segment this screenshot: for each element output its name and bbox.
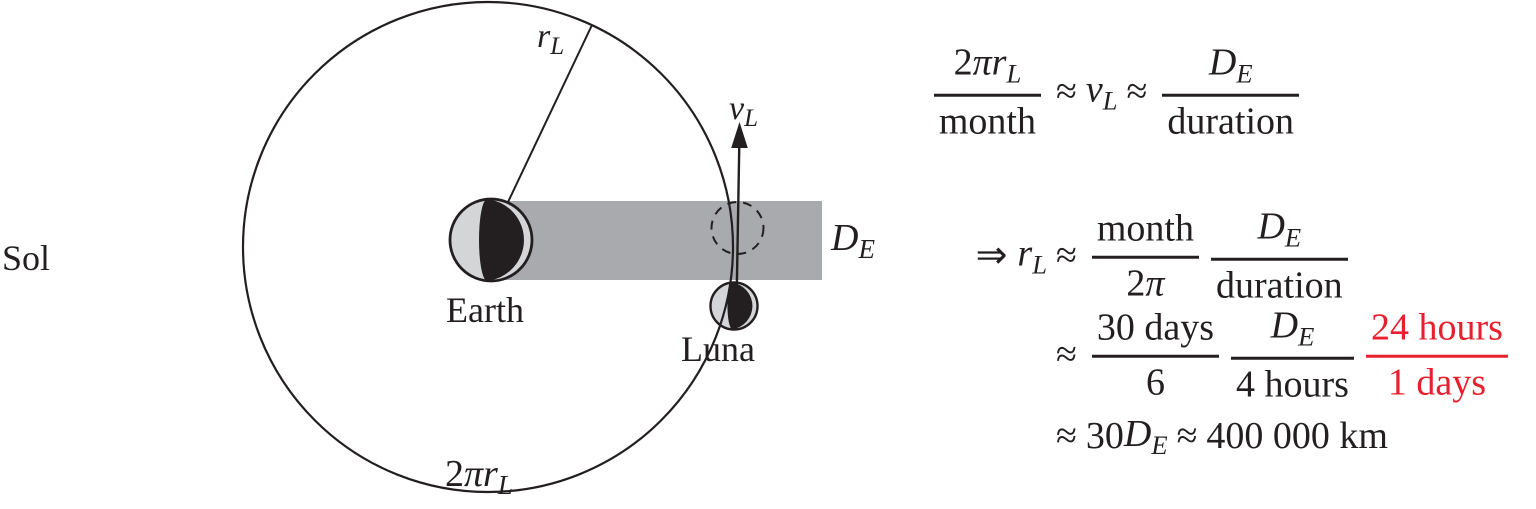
fraction-denominator: 2π bbox=[1126, 262, 1165, 305]
luna-label: Luna bbox=[681, 329, 755, 369]
fraction-30days-over-6: 30 days 6 bbox=[1091, 306, 1220, 404]
fraction-circumference-over-month: 2πrL month bbox=[933, 41, 1041, 144]
earth-diameter-label: DE bbox=[830, 217, 875, 264]
radius-label: rL bbox=[537, 18, 564, 60]
fraction-bar bbox=[1365, 354, 1508, 358]
coefficient: 30 bbox=[1085, 415, 1124, 458]
earth bbox=[448, 197, 534, 283]
equation-line-2-lhs: ⇒ rL bbox=[945, 232, 1047, 280]
fraction-denominator: 6 bbox=[1145, 361, 1165, 404]
implies-sign: ⇒ bbox=[975, 235, 1008, 278]
fraction-numerator: 30 days bbox=[1096, 306, 1215, 349]
equation-line-4: ≈ 30 DE ≈ 400 000 km bbox=[945, 412, 1388, 460]
circumference-label: 2πrL bbox=[445, 453, 513, 500]
earth-night-side bbox=[479, 199, 524, 281]
fraction-numerator: 24 hours bbox=[1370, 306, 1503, 349]
fraction-denominator: duration bbox=[1215, 264, 1343, 307]
approx-sign: ≈ bbox=[1176, 415, 1198, 458]
fraction-denominator: duration bbox=[1167, 100, 1295, 143]
lunar-orbit-diagram: Sol Earth Luna rL vL DE 2πrL bbox=[2, 0, 875, 500]
equation-line-1: 2πrL month ≈ vL ≈ DE duration bbox=[933, 41, 1305, 144]
fraction-denominator: 1 days bbox=[1387, 361, 1487, 404]
sol-label: Sol bbox=[2, 238, 50, 278]
luna bbox=[709, 281, 759, 331]
equation-line-1-lhs: 2πrL month bbox=[933, 42, 1047, 144]
lunar-orbit-circle bbox=[241, 0, 735, 494]
fraction-bar bbox=[1091, 255, 1199, 259]
earth-label: Earth bbox=[446, 290, 524, 330]
fraction-bar bbox=[1210, 257, 1348, 261]
equation-block: 2πrL month ≈ vL ≈ DE duration ⇒ rL ≈ mon… bbox=[933, 0, 1536, 509]
approx-sign: ≈ bbox=[1126, 71, 1148, 114]
fraction-diameter-over-duration: DE duration bbox=[1210, 205, 1348, 308]
velocity-arrowhead-icon bbox=[731, 122, 748, 148]
radius-symbol: rL bbox=[1017, 232, 1047, 280]
approx-sign: ≈ bbox=[1056, 71, 1077, 114]
fraction-numerator: 2πrL bbox=[953, 41, 1022, 89]
fraction-numerator: DE bbox=[1270, 304, 1315, 352]
fraction-bar bbox=[933, 93, 1041, 97]
result-value: 400 000 km bbox=[1206, 415, 1388, 458]
equation-line-2: ⇒ rL ≈ month 2π DE duration bbox=[945, 205, 1354, 308]
approx-sign: ≈ bbox=[1056, 235, 1077, 278]
fraction-24hours-over-1day-highlighted: 24 hours 1 days bbox=[1365, 306, 1508, 404]
fraction-numerator: month bbox=[1096, 207, 1194, 250]
fraction-bar bbox=[1091, 354, 1220, 358]
luna-night-side bbox=[727, 282, 753, 330]
fraction-numerator: DE bbox=[1208, 41, 1253, 89]
fraction-month-over-2pi: month 2π bbox=[1091, 207, 1199, 305]
earth-shadow-band bbox=[490, 201, 822, 280]
fraction-bar bbox=[1162, 93, 1300, 97]
fraction-numerator: DE bbox=[1257, 205, 1302, 253]
fraction-diameter-over-4hours: DE 4 hours bbox=[1231, 304, 1354, 407]
fraction-bar bbox=[1231, 356, 1354, 360]
fraction-denominator: 4 hours bbox=[1236, 363, 1349, 406]
velocity-label: vL bbox=[729, 90, 758, 132]
fraction-denominator: month bbox=[938, 100, 1036, 143]
approx-sign: ≈ bbox=[1056, 334, 1077, 377]
velocity-symbol: vL bbox=[1085, 68, 1118, 116]
equation-line-3: ≈ 30 days 6 DE 4 hours 24 hours 1 days bbox=[945, 304, 1514, 407]
velocity-arrow-shaft bbox=[735, 143, 741, 307]
velocity-arrow bbox=[731, 122, 748, 307]
fraction-diameter-over-duration: DE duration bbox=[1162, 41, 1300, 144]
diameter-symbol: DE bbox=[1123, 412, 1168, 460]
approx-sign: ≈ bbox=[1056, 415, 1077, 458]
